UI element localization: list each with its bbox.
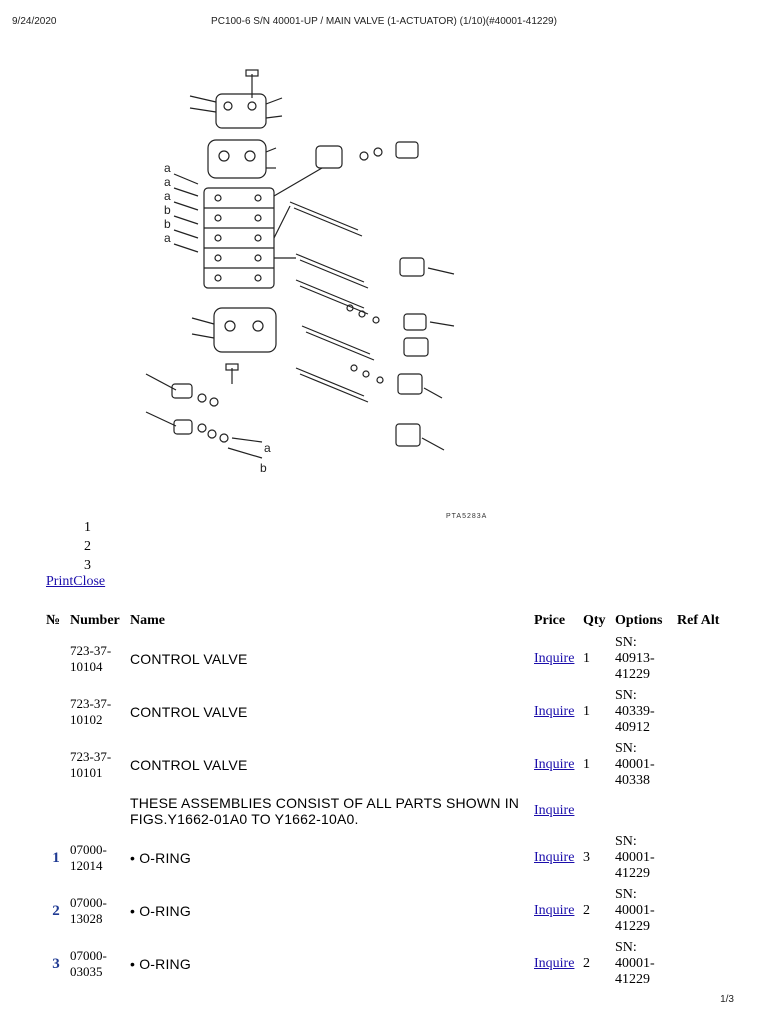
print-date: 9/24/2020 [12,16,57,27]
part-qty: 3 [583,849,590,865]
diagram-label: a [164,161,171,175]
part-options: SN: 40001-41229 [615,833,655,881]
row-no: 3 [52,955,60,972]
table-row: 723-37-10101 CONTROL VALVE Inquire 1 SN:… [44,738,729,791]
part-qty [581,791,613,831]
part-options: SN: 40001-40338 [615,740,655,788]
diagram-label: b [164,203,171,217]
part-name: • O-RING [130,849,191,866]
top-cover-part [189,69,283,129]
inquire-link[interactable]: Inquire [534,756,575,772]
part-options: SN: 40001-41229 [615,886,655,934]
table-row: 723-37-10102 CONTROL VALVE Inquire 1 SN:… [44,685,729,738]
inquire-link[interactable]: Inquire [534,849,575,865]
right-side-parts [273,141,455,451]
callout-number: 1 [84,520,91,535]
diagram-label: a [164,175,171,189]
part-qty: 1 [583,756,590,772]
diagram-label: a [164,189,171,203]
table-row: THESE ASSEMBLIES CONSIST OF ALL PARTS SH… [44,791,729,831]
col-no: № [46,613,61,628]
close-link[interactable]: Close [73,574,106,589]
page-title: PC100-6 S/N 40001-UP / MAIN VALVE (1-ACT… [211,16,557,27]
valve-stack [203,187,275,289]
lower-left-parts [145,373,263,459]
part-qty: 2 [583,955,590,971]
part-options: SN: 40339-40912 [615,687,655,735]
table-row: 1 07000-12014 • O-RING Inquire 3 SN: 400… [44,831,729,884]
part-name: CONTROL VALVE [130,650,248,667]
part-number: 07000-13028 [70,894,107,926]
part-qty: 2 [583,902,590,918]
parts-table: № Number Name Price Qty Options Ref Alt … [44,610,729,990]
row-no [44,632,68,685]
callout-number: 2 [84,539,91,554]
diagram-label: b [164,217,171,231]
part-qty: 1 [583,650,590,666]
inquire-link[interactable]: Inquire [534,703,575,719]
part-name: CONTROL VALVE [130,703,248,720]
col-options: Options [615,613,663,628]
part-number: 723-37-10104 [70,642,112,674]
part-name: • O-RING [130,955,191,972]
inquire-link[interactable]: Inquire [534,650,575,666]
row-no [44,738,68,791]
diagram-label: a [264,441,271,455]
col-ref: Ref [677,613,698,628]
diagram-label: a [164,231,171,245]
action-links: PrintClose [46,574,105,590]
inquire-link[interactable]: Inquire [534,803,575,818]
diagram-label: b [260,461,267,475]
part-number: 723-37-10101 [70,748,112,780]
parts-diagram: a a a b b a [132,68,512,528]
row-no: 2 [52,902,60,919]
part-qty: 1 [583,703,590,719]
part-name: CONTROL VALVE [130,756,248,773]
row-no [44,685,68,738]
valve-block-upper [207,139,277,179]
part-options: SN: 40913-41229 [615,634,655,682]
col-alt: Alt [700,613,720,628]
col-ref-alt: Ref Alt [675,610,729,632]
inquire-link[interactable]: Inquire [534,902,575,918]
page-number: 1/3 [720,994,734,1005]
table-header-row: № Number Name Price Qty Options Ref Alt [44,610,729,632]
spool-assemblies [273,201,375,403]
part-name: THESE ASSEMBLIES CONSIST OF ALL PARTS SH… [130,795,520,827]
table-row: 2 07000-13028 • O-RING Inquire 2 SN: 400… [44,884,729,937]
diagram-code: PTA5283A [446,513,488,520]
part-number: 07000-03035 [70,947,107,979]
callout-list: 1 2 3 [84,518,91,575]
part-options [613,791,675,831]
row-no [44,791,68,831]
part-number: 07000-12014 [70,841,107,873]
col-qty: Qty [583,613,606,628]
callout-number: 3 [84,558,91,573]
inquire-link[interactable]: Inquire [534,955,575,971]
part-number: 723-37-10102 [70,695,112,727]
row-no: 1 [52,849,60,866]
part-number [68,791,128,831]
col-name: Name [130,613,165,628]
col-price: Price [534,613,566,628]
table-row: 723-37-10104 CONTROL VALVE Inquire 1 SN:… [44,632,729,685]
table-row: 3 07000-03035 • O-RING Inquire 2 SN: 400… [44,937,729,990]
col-number: Number [70,613,120,628]
part-options: SN: 40001-41229 [615,939,655,987]
label-arrows [173,173,199,253]
end-cover-part [191,307,277,384]
print-link[interactable]: Print [46,574,74,589]
part-name: • O-RING [130,902,191,919]
